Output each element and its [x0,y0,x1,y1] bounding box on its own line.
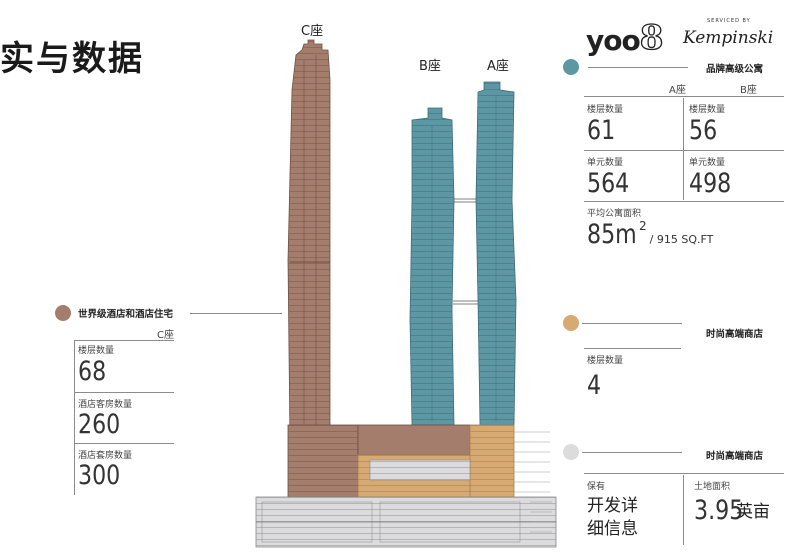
base-levels [255,496,557,548]
yoo8-logo: yoo 8 [586,18,664,58]
reserve-col-divider [683,475,684,545]
tower-b-label: B座 [419,59,441,74]
floors-value-b: 56 [689,115,718,146]
page-title: 实与数据 [0,39,144,79]
dev-details-line-2: 细信息 [587,519,638,539]
hotel-floors-label: 楼层数量 [78,346,115,356]
floors-label-b: 楼层数量 [689,105,726,115]
avg-area-label: 平均公寓面积 [587,209,642,219]
reserve-color-dot [563,444,579,460]
logo-yoo-text: yoo [586,24,641,57]
tower-b [409,107,455,426]
serviced-by-text: SERVICED BY [707,18,751,24]
land-area-number: 3.95 [694,495,744,526]
units-label-b: 单元数量 [689,158,726,168]
retail-floors-value: 4 [587,370,602,401]
hotel-rooms-value: 260 [78,409,121,440]
hotel-suites-value: 300 [78,460,121,491]
podium [287,424,515,498]
dev-details-line-1: 开发详 [587,496,638,516]
floors-label-a: 楼层数量 [587,105,624,115]
apartments-title: 品牌高级公寓 [706,64,764,75]
avg-area-m2: 85m [587,219,637,250]
tower-a [475,81,517,426]
land-area-value: 3.95 英亩 [694,497,770,524]
hotel-row-line-1 [74,392,174,393]
tower-c-label: C座 [301,24,324,39]
apartments-header-line [584,96,784,97]
hotel-color-dot [55,305,71,321]
apartments-col-divider [683,98,684,200]
hotel-leader-line [190,313,282,314]
floors-value-a: 61 [587,115,616,146]
tower-c [287,39,331,441]
hotel-floors-value: 68 [78,356,107,387]
hotel-left-rule [74,340,75,495]
hotel-row-line-2 [74,443,174,444]
reserve-header-line [584,473,784,474]
hotel-header-line [74,340,174,341]
hotel-suites-label: 酒店套房数量 [78,451,133,461]
hotel-rooms-label: 酒店客房数量 [78,400,133,410]
kempinski-logo: Kempinski [683,28,774,48]
land-area-unit: 英亩 [736,502,770,522]
retail-title: 时尚高端商店 [706,329,764,340]
level-markers [514,431,552,533]
land-area-label: 土地面积 [694,482,731,492]
apartments-col-a: A座 [669,85,686,96]
retail-floors-label: 楼层数量 [587,356,624,366]
units-label-a: 单元数量 [587,158,624,168]
logo-8-text: 8 [639,18,664,58]
units-value-b: 498 [689,168,732,199]
retail-color-dot [563,315,579,331]
reserved-label: 保有 [587,482,606,492]
reserve-leader-line [582,452,682,453]
apartments-row-line-1 [584,150,784,151]
avg-area-value: 85m 2 / 915 SQ.FT [587,219,714,250]
hotel-col-c: C座 [157,330,174,341]
sky-bridges [453,198,478,305]
apartments-leader-line [588,67,688,68]
apartments-col-b: B座 [740,85,757,96]
tower-a-label: A座 [487,59,509,74]
hotel-title: 世界级酒店和酒店住宅 [78,309,174,320]
avg-area-sup: 2 [639,219,647,233]
apartments-color-dot [563,59,579,75]
avg-area-sqft: / 915 SQ.FT [649,233,714,246]
reserve-title: 时尚高端商店 [706,451,764,462]
apartments-row-line-2 [584,201,784,202]
retail-leader-line [582,323,682,324]
retail-header-line [584,348,681,349]
building-illustration [255,39,557,548]
units-value-a: 564 [587,168,630,199]
